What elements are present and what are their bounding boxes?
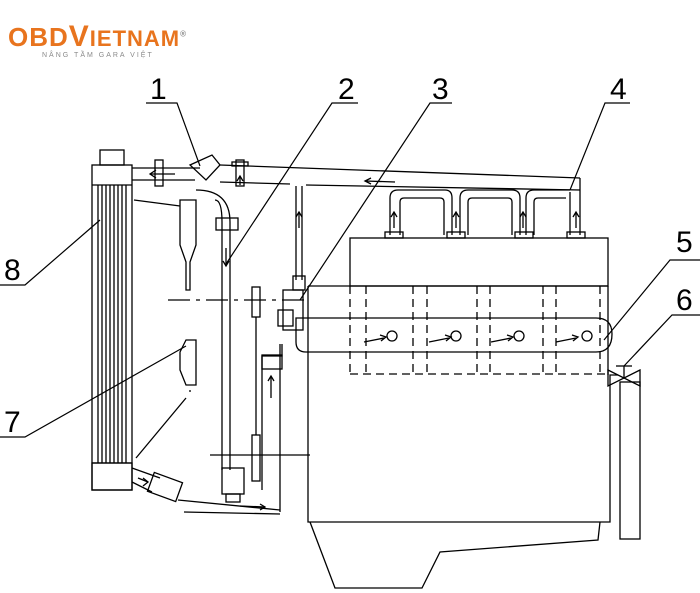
label-5: 5	[676, 226, 693, 259]
logo-tagline: NÂNG TẦM GARA VIỆT	[42, 52, 154, 59]
logo-vietnam-text: IETNAM	[89, 26, 181, 51]
logo-v-mark: V	[68, 20, 90, 53]
label-2: 2	[338, 73, 355, 106]
thermostat-and-top-hose	[132, 154, 581, 191]
part-labels: 1 2 3 4 5 6 7 8	[4, 73, 693, 439]
water-pump	[277, 186, 306, 331]
distribution-pipe	[295, 317, 613, 353]
radiator	[91, 149, 133, 491]
bypass-and-bottom-hose	[131, 189, 310, 515]
label-8: 8	[4, 254, 21, 287]
label-1: 1	[150, 73, 167, 106]
label-3: 3	[432, 73, 449, 106]
logo-wordmark: OBDVIETNAM®	[8, 20, 187, 54]
label-4: 4	[610, 73, 627, 106]
fan	[133, 199, 310, 482]
label-6: 6	[676, 284, 693, 317]
brand-logo: OBDVIETNAM® NÂNG TẦM GARA VIỆT	[8, 14, 198, 64]
engine-block	[307, 237, 641, 589]
logo-registered: ®	[180, 29, 188, 39]
drain-valve	[607, 365, 641, 388]
label-7: 7	[4, 406, 21, 439]
leader-lines	[0, 102, 700, 438]
logo-obd-text: OBD	[8, 22, 69, 52]
